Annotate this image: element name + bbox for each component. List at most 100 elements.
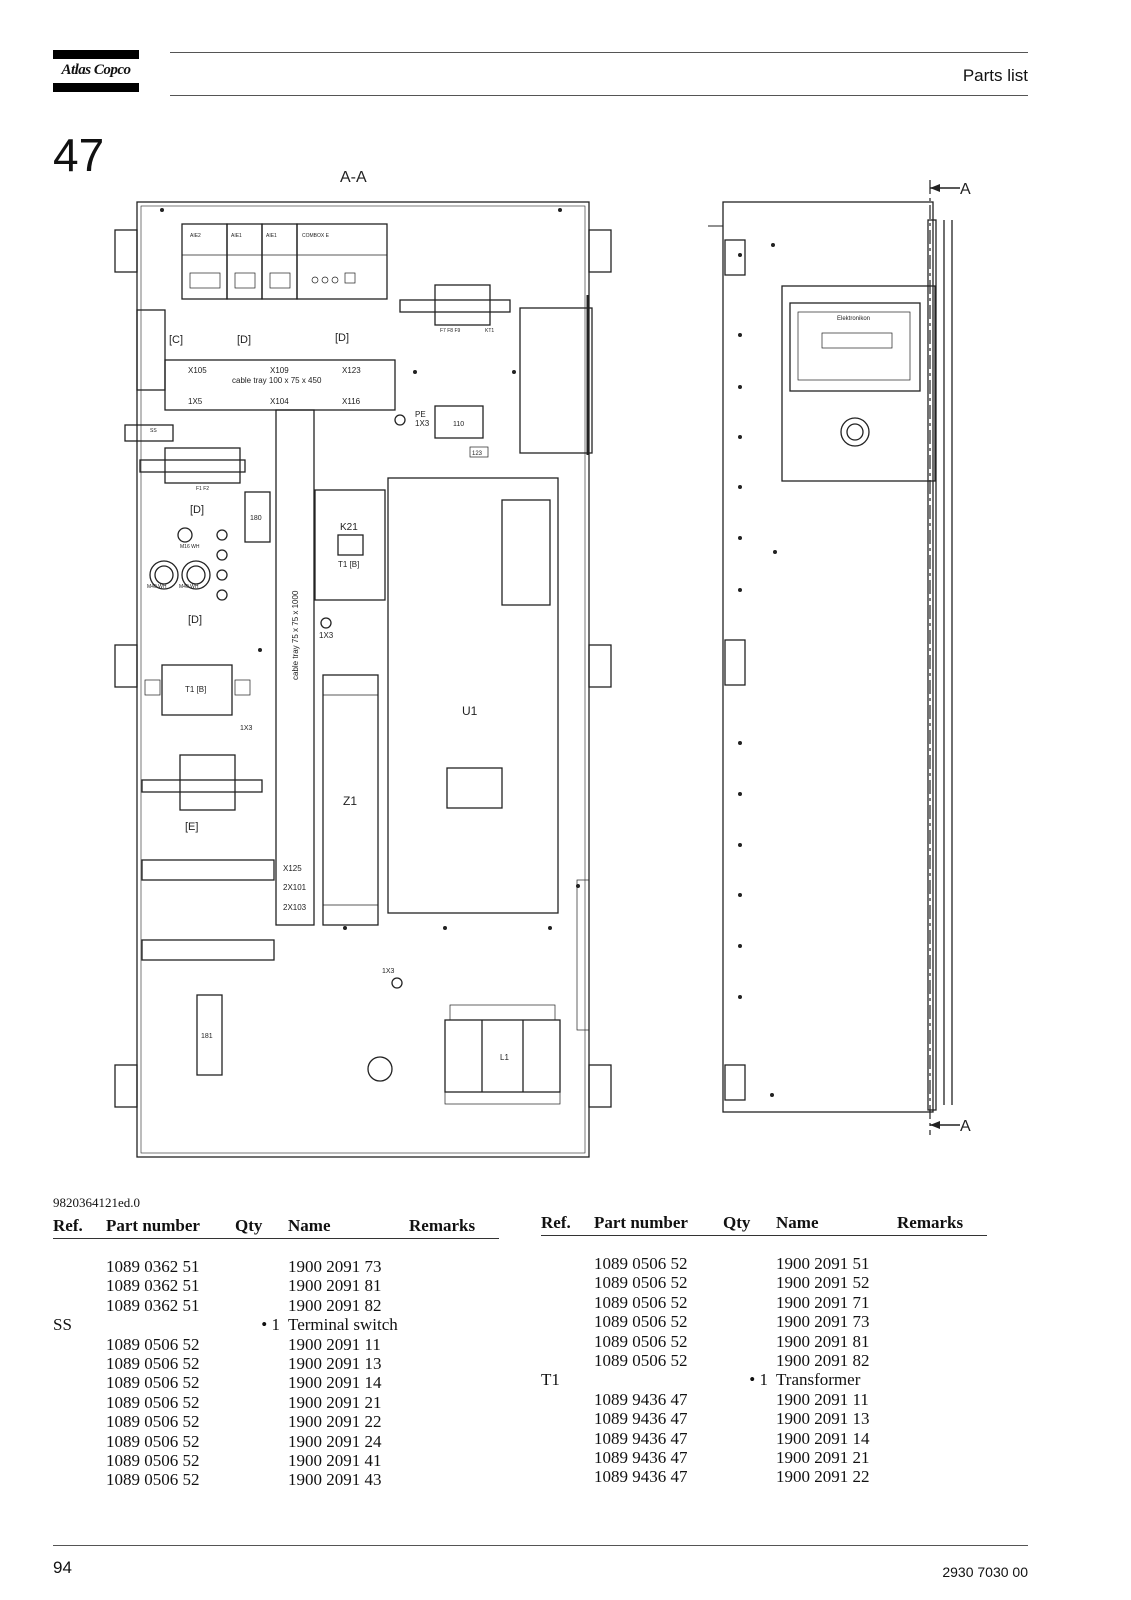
cell-ref [541, 1332, 594, 1351]
contactor-k21 [314, 489, 386, 601]
cell-name: 1900 2091 73 [776, 1312, 870, 1332]
col-qty: Qty [723, 1213, 776, 1236]
label-u1: U1 [462, 704, 478, 718]
label-d: [D] [188, 614, 202, 626]
din-rail [139, 459, 246, 473]
label-m16: M16 WH [180, 544, 200, 550]
cell-ref [541, 1273, 594, 1292]
cell-name: Transformer [776, 1370, 861, 1390]
cell-remarks [409, 1276, 499, 1295]
cell-qty [723, 1429, 776, 1448]
cell-part-number [106, 1315, 235, 1334]
cell-part-number: 1089 0506 52 [106, 1354, 200, 1374]
cell-qty [235, 1393, 288, 1412]
cell-qty [235, 1412, 288, 1431]
cell-name: 1900 2091 11 [776, 1389, 869, 1409]
cut-label-bottom: A [960, 1118, 971, 1135]
emergency-stop [840, 417, 870, 447]
label-1x5: 1X5 [188, 397, 203, 406]
hinge [114, 1064, 138, 1108]
cell-remarks [409, 1470, 499, 1489]
table-row: 1089 0506 52 1900 2091 81 [541, 1332, 987, 1351]
cell-name: Terminal switch [288, 1315, 398, 1335]
label-180: 180 [250, 515, 262, 522]
cell-part-number: 1089 0506 52 [594, 1331, 688, 1351]
cell-qty [723, 1293, 776, 1312]
table-row: 1089 0506 52 1900 2091 51 [541, 1236, 987, 1274]
cell-name: 1900 2091 11 [288, 1334, 381, 1354]
cell-part-number [594, 1370, 723, 1389]
label-z1: Z1 [343, 794, 357, 808]
cell-name: 1900 2091 51 [776, 1254, 870, 1273]
cell-remarks [409, 1451, 499, 1470]
cable-tray-vertical [275, 409, 315, 926]
cell-ref [53, 1239, 106, 1277]
cell-remarks [897, 1273, 987, 1292]
cell-name: 1900 2091 21 [776, 1448, 870, 1468]
section-label: A-A [340, 169, 367, 186]
label-aie2: AIE2 [190, 233, 201, 239]
cell-part-number: 1089 9436 47 [594, 1409, 688, 1429]
cell-part-number: 1089 0506 52 [594, 1254, 688, 1273]
label-aie1: AIE1 [266, 233, 277, 239]
hinge [114, 229, 138, 273]
transformer-t1 [161, 664, 233, 716]
cell-ref [541, 1236, 594, 1274]
label-x116: X116 [342, 397, 361, 406]
parts-table-right: Ref. Part number Qty Name Remarks 1089 0… [541, 1213, 987, 1487]
cell-name: 1900 2091 71 [776, 1292, 870, 1312]
cell-qty [723, 1273, 776, 1292]
label-1x3: 1X3 [319, 631, 334, 640]
document-number: 2930 7030 00 [942, 1564, 1028, 1580]
cell-qty [723, 1312, 776, 1331]
cell-remarks [409, 1315, 499, 1334]
figure-number: 47 [53, 129, 105, 181]
cell-ref [53, 1354, 106, 1373]
cell-qty [235, 1239, 288, 1277]
footer-rule [53, 1545, 1028, 1546]
component-181 [196, 994, 223, 1076]
cell-ref [541, 1390, 594, 1409]
fan-unit [519, 307, 593, 454]
panel-outline [136, 201, 590, 1158]
cell-name: 1900 2091 81 [776, 1331, 870, 1351]
terminal-switch-ss [164, 447, 241, 484]
cell-ref [53, 1373, 106, 1392]
cell-qty [235, 1354, 288, 1373]
label-1x3: 1X3 [240, 725, 253, 732]
label-x125: X125 [283, 864, 302, 873]
door-plate [781, 285, 936, 482]
cell-remarks [897, 1429, 987, 1448]
cell-ref [53, 1412, 106, 1431]
cell-qty [235, 1335, 288, 1354]
cell-name: 1900 2091 22 [288, 1412, 382, 1432]
cell-part-number: 1089 0506 52 [106, 1431, 200, 1451]
component-110 [434, 405, 484, 439]
col-ref: Ref. [541, 1213, 594, 1236]
label-ss: SS [150, 428, 157, 434]
label-2x103: 2X103 [283, 903, 307, 912]
cell-remarks [409, 1432, 499, 1451]
cell-remarks [409, 1335, 499, 1354]
label-f7-f8-f9: F7 F8 F9 [440, 328, 461, 334]
hinge [588, 1064, 612, 1108]
col-name: Name [288, 1216, 409, 1239]
cell-remarks [409, 1373, 499, 1392]
cell-part-number: 1089 0506 52 [594, 1292, 688, 1312]
cell-name: 1900 2091 22 [776, 1467, 870, 1487]
earth-bar [141, 859, 275, 881]
cell-qty [235, 1276, 288, 1295]
cell-ref [53, 1393, 106, 1412]
col-remarks: Remarks [897, 1213, 987, 1236]
cell-ref [541, 1409, 594, 1428]
